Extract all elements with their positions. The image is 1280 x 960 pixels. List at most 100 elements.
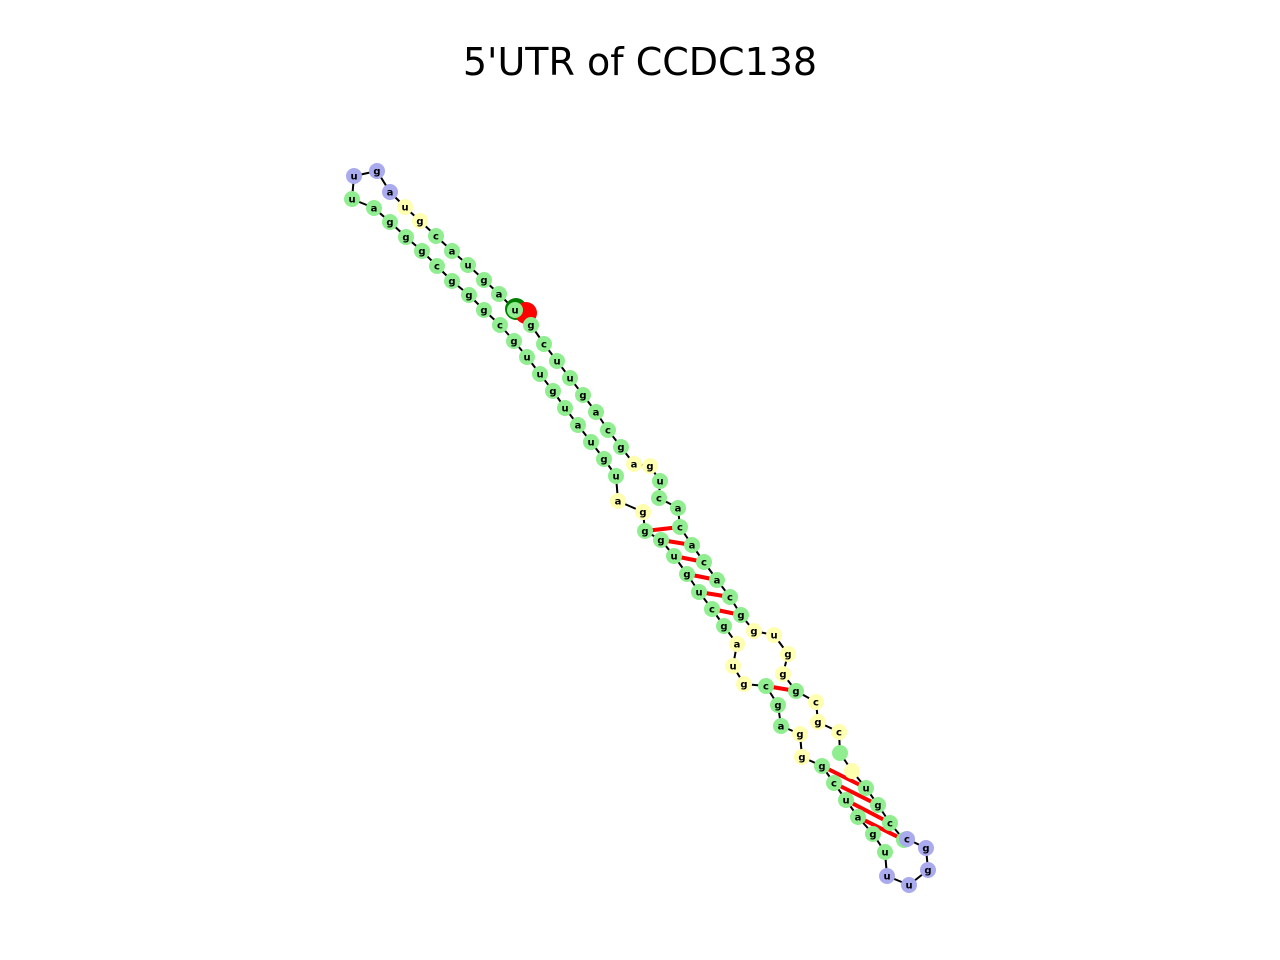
nucleotide [865,826,881,842]
nucleotide [679,566,695,582]
nucleotide [492,317,508,333]
nucleotide-label: c [656,494,662,505]
nucleotide-label: c [433,232,439,243]
nucleotide [709,572,725,588]
nucleotide-label: u [656,477,663,488]
nucleotide [613,439,629,455]
nucleotide [652,473,668,489]
nucleotide [461,287,477,303]
nucleotide [882,815,898,831]
nucleotide [704,601,720,617]
nucleotide-label: g [869,830,876,841]
nucleotide-hairpin [920,862,936,878]
nucleotide-label: g [639,508,646,519]
nucleotide [733,607,749,623]
nucleotide-label: a [734,640,741,651]
nucleotide-label: g [737,611,744,622]
nucleotide-label: u [670,552,677,563]
base-pair-bond [845,798,891,825]
nucleotide [775,666,791,682]
nucleotide-hairpin-label: u [350,172,357,183]
nucleotide-label: g [465,291,472,302]
nucleotide [398,229,414,245]
nucleotide-label: g [740,680,747,691]
nucleotide-label: a [496,290,503,301]
nucleotide [366,200,382,216]
nucleotide [746,623,762,639]
nucleotide-hairpin [369,163,385,179]
nucleotide-label: u [536,370,543,381]
nucleotide [608,468,624,484]
nucleotide-hairpin [901,877,917,893]
nucleotide [523,317,539,333]
nucleotide [549,353,565,369]
nucleotide [476,272,492,288]
nucleotide-label: g [798,753,805,764]
nucleotide-label: u [695,588,702,599]
nucleotide-label: g [480,276,487,287]
base-pair-bond [833,781,879,807]
nucleotide-label: g [617,443,624,454]
nucleotide-label: c [709,605,715,616]
nucleotide [562,370,578,386]
nucleotide-label: u [511,306,518,317]
nucleotide-label: a [593,408,600,419]
nucleotide [758,678,774,694]
nucleotide-label: c [763,682,769,693]
nucleotide [722,589,738,605]
nucleotide-hairpin-label: c [904,835,910,846]
nucleotide-label: g [818,762,825,773]
nucleotide [651,490,667,506]
nucleotide [557,400,573,416]
nucleotide [570,417,586,433]
nucleotide [696,554,712,570]
nucleotide [600,422,616,438]
nucleotide-label: g [646,462,653,473]
nucleotide-label: a [575,421,582,432]
nucleotide-label: u [553,357,560,368]
nucleotide-label: g [527,321,534,332]
nucleotide-label: u [770,631,777,642]
nucleotide [642,458,658,474]
nucleotide-label: g [600,455,607,466]
nucleotide [858,780,874,796]
nucleotide-hairpin [879,868,895,884]
nucleotide-label: g [579,391,586,402]
nucleotide [826,775,842,791]
nucleotide [635,504,651,520]
nucleotide-label: u [729,662,736,673]
nucleotide-label: g [510,337,517,348]
nucleotide-label: u [566,374,573,385]
nucleotide [507,302,523,318]
nucleotide [653,532,669,548]
nucleotide [788,683,804,699]
nucleotide [773,718,789,734]
nucleotide-label: u [587,438,594,449]
nucleotide [460,257,476,273]
nucleotide-label: g [657,536,664,547]
nucleotide [536,336,552,352]
nucleotide-label: c [497,321,503,332]
nucleotide-label: a [714,576,721,587]
nucleotide [725,658,741,674]
nucleotide [397,199,413,215]
nucleotide-label: u [842,796,849,807]
nucleotide-hairpin [899,831,915,847]
nucleotide [412,213,428,229]
nucleotide [666,548,682,564]
nucleotide-label: a [631,460,638,471]
nucleotide-label: g [750,627,757,638]
nucleotide-label: c [887,819,893,830]
base-pair-bond [821,764,867,790]
nucleotide-label: c [727,593,733,604]
nucleotide [545,383,561,399]
nucleotide [583,434,599,450]
nucleotide-label: c [605,426,611,437]
nucleotide [808,694,824,710]
nucleotide [532,366,548,382]
nucleotide [519,349,535,365]
nucleotide-label: u [464,261,471,272]
nucleotide-hairpin-label: g [924,866,931,877]
